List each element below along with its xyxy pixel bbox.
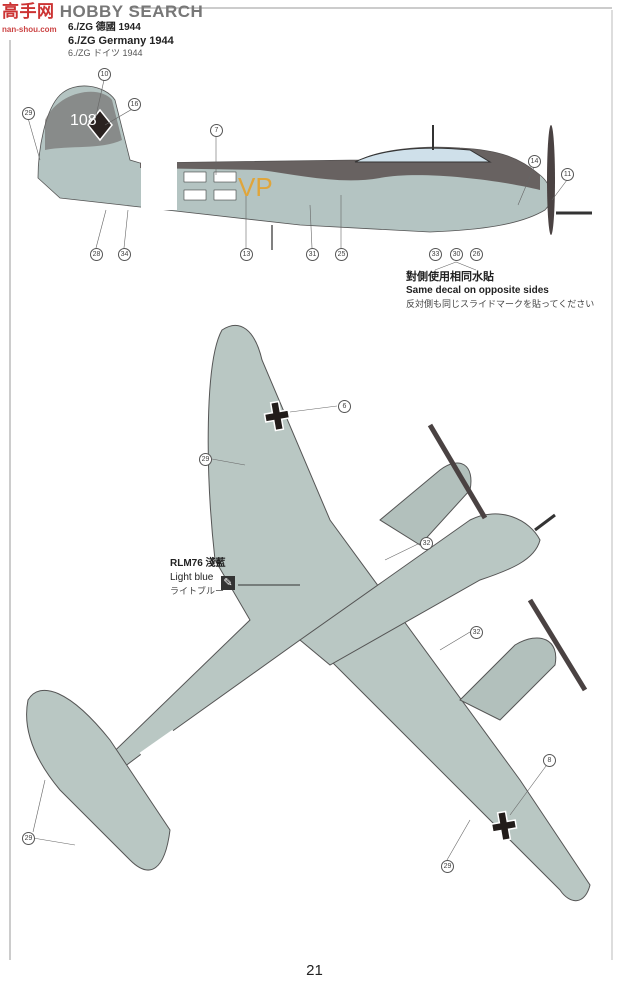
- callout: 7: [210, 124, 223, 137]
- decal-note-en: Same decal on opposite sides: [406, 285, 549, 296]
- propeller: [547, 125, 555, 235]
- tail-number: 108: [70, 112, 97, 129]
- callout: 29: [22, 107, 35, 120]
- brush-icon: ✎: [221, 576, 235, 590]
- callout: 29: [441, 860, 454, 873]
- callout: 26: [470, 248, 483, 261]
- scheme-title-jp: 6./ZG ドイツ 1944: [68, 48, 143, 58]
- callout: 28: [90, 248, 103, 261]
- watermark-logo: 高手网 HOBBY SEARCH: [2, 2, 203, 22]
- decal-note-cn: 對側使用相同水貼: [406, 271, 494, 283]
- callout: 11: [561, 168, 574, 181]
- plan-view-aircraft: [26, 324, 591, 902]
- color-label-cn: RLM76 淺藍: [170, 558, 226, 569]
- callout: 16: [128, 98, 141, 111]
- callout: 29: [199, 453, 212, 466]
- scheme-title-en: 6./ZG Germany 1944: [68, 35, 174, 47]
- fuselage-code: VP: [238, 172, 273, 203]
- callout: 29: [22, 832, 35, 845]
- watermark-logo-cn: 高手网: [2, 2, 55, 21]
- callout: 30: [450, 248, 463, 261]
- watermark-site: nan-shou.com: [2, 25, 57, 34]
- decal-note-jp: 反対側も同じスライドマークを貼ってください: [406, 299, 595, 309]
- scheme-title-cn: 6./ZG 德國 1944: [68, 22, 141, 33]
- color-label-jp: ライトブルー: [170, 586, 225, 596]
- callout: 31: [306, 248, 319, 261]
- callout: 6: [338, 400, 351, 413]
- staffel-diamond: [87, 108, 113, 142]
- fuselage-code-text: VP: [238, 172, 273, 202]
- callout: 33: [429, 248, 442, 261]
- callout: 10: [98, 68, 111, 81]
- callout: 32: [420, 537, 433, 550]
- color-label-en: Light blue: [170, 572, 214, 583]
- callout: 8: [543, 754, 556, 767]
- page-number: 21: [306, 962, 323, 979]
- callout: 32: [470, 626, 483, 639]
- callout: 13: [240, 248, 253, 261]
- side-view-aircraft: [37, 85, 592, 250]
- watermark-logo-text: HOBBY SEARCH: [59, 2, 204, 21]
- callout: 25: [335, 248, 348, 261]
- callout: 14: [528, 155, 541, 168]
- callout: 34: [118, 248, 131, 261]
